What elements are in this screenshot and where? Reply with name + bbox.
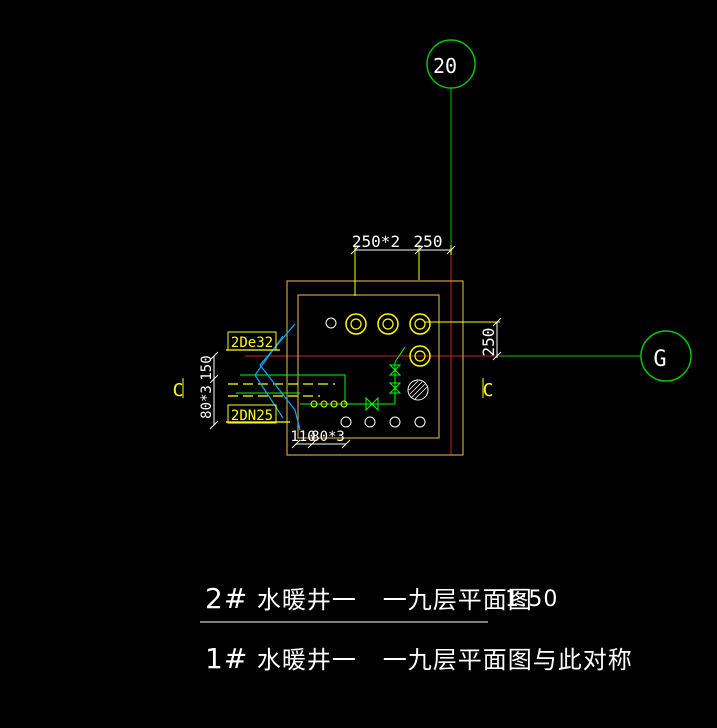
pipe-risers <box>325 313 431 428</box>
section-mark-right: C <box>483 380 494 401</box>
dim-250-right: 250 <box>479 328 498 357</box>
pipe-label-boxes <box>227 331 277 424</box>
top-dimensions <box>350 245 456 296</box>
drawing-scale: 1:50 <box>505 587 559 612</box>
pipe-bottom-4 <box>414 416 426 428</box>
left-dimensions <box>209 351 219 430</box>
dim-250-top: 250 <box>414 232 443 251</box>
axis-label-g: G <box>653 347 666 372</box>
title-1-text: 水暖井一 一九层平面图 <box>256 586 533 614</box>
bottom-dimensions <box>291 439 351 449</box>
grid-axis-20: 20 <box>426 39 476 455</box>
right-dimension <box>425 317 502 361</box>
pipe-riser-2 <box>377 313 399 335</box>
pipe-riser-1 <box>345 313 367 335</box>
pipe-riser-3 <box>409 313 431 335</box>
pipe-bottom-1 <box>340 416 352 428</box>
dim-80x3-bottom: 80*3 <box>311 429 345 445</box>
pipe-bottom-2 <box>364 416 376 428</box>
pipe-label-2de32: 2De32 <box>231 335 273 351</box>
pipe-small-1 <box>325 317 337 329</box>
pipe-riser-4 <box>409 345 431 367</box>
shaft-walls <box>286 280 464 456</box>
dim-150-left: 150 <box>199 355 215 380</box>
section-mark-left: C <box>173 380 184 401</box>
pipe-hatched <box>407 379 429 401</box>
title-2-prefix: 1# <box>205 642 249 675</box>
grid-axis-g: G <box>245 330 692 382</box>
dim-80x3-left: 80*3 <box>199 385 215 419</box>
title-1-prefix: 2# <box>205 582 249 615</box>
title-2-text: 水暖井一 一九层平面图与此对称 <box>256 646 633 674</box>
title-line-2: 1# 水暖井一 一九层平面图与此对称 <box>205 640 633 675</box>
pipe-label-2dn25: 2DN25 <box>231 408 273 424</box>
title-line-1: 2# 水暖井一 一九层平面图 <box>205 580 533 615</box>
axis-label-20: 20 <box>433 54 457 78</box>
cyan-pipes <box>254 323 301 431</box>
dim-250x2: 250*2 <box>352 232 400 251</box>
inner-wall <box>297 294 440 439</box>
dim-110-bottom: 110 <box>290 429 315 445</box>
outer-wall <box>286 280 464 456</box>
pipe-bottom-3 <box>389 416 401 428</box>
small-pipe-dots <box>310 400 348 408</box>
section-marks <box>182 378 484 398</box>
